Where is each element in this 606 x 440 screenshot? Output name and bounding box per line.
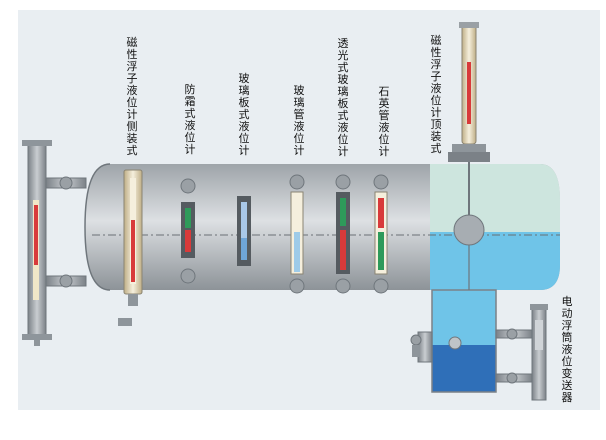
label-quartz-tube: 石英管液位计: [378, 85, 390, 158]
top-mounted-gauge: [448, 22, 490, 290]
label-glass-plate: 玻璃板式液位计: [238, 72, 250, 157]
label-electric-transmitter: 电动浮筒液位变送器: [561, 295, 573, 404]
label-side-magnetic: 磁性浮子液位计侧装式: [126, 36, 138, 157]
gauge-glass-plate: [237, 196, 251, 266]
label-transparent-glass-plate: 透光式玻璃板式液位计: [337, 37, 349, 158]
label-antifrost: 防霜式液位计: [184, 83, 196, 156]
gauge-glass-tube: [289, 174, 305, 294]
horizontal-vessel: [84, 163, 560, 291]
vapor-zone: [430, 164, 560, 232]
gauge-transparent-glass-plate: [335, 174, 351, 294]
drain-valve: [410, 334, 422, 357]
top-float-ball: [453, 214, 485, 246]
liquid-zone: [430, 232, 560, 290]
electric-float-transmitter: [495, 304, 548, 401]
side-mounted-chamber: [22, 140, 87, 346]
gauge-quartz-tube: [373, 174, 389, 294]
gauge-side-magnetic: [118, 169, 143, 326]
gauge-antifrost: [180, 178, 196, 284]
label-top-magnetic: 磁性浮子液位计顶装式: [430, 34, 442, 155]
label-glass-tube: 玻璃管液位计: [293, 84, 305, 157]
sump-liquid: [432, 345, 496, 392]
sump-float: [448, 336, 462, 350]
